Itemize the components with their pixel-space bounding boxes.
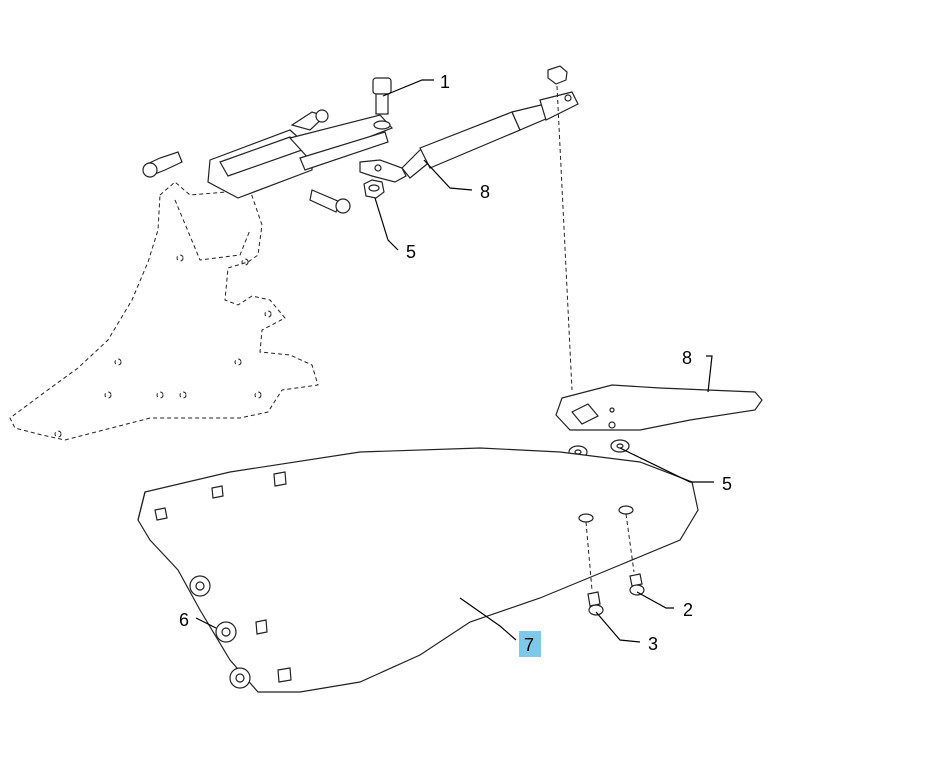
- bracket-part-8-lower: [555, 384, 763, 431]
- bolt-centerline-2: [625, 513, 635, 573]
- bolt-part-3: [587, 591, 604, 616]
- plow-plate-part-7: [137, 447, 699, 693]
- washers-part-6: [189, 575, 251, 689]
- mounting-plate-phantom: [9, 181, 319, 441]
- callout-1: 1: [440, 72, 450, 92]
- callout-8-upper: 8: [480, 182, 490, 202]
- callout-5-lower: 5: [722, 474, 732, 494]
- bolt-centerline-3: [585, 521, 593, 591]
- adjusting-rod-part-8-upper: [359, 65, 579, 183]
- callout-8-lower: 8: [682, 348, 692, 368]
- nut-part-5-upper: [363, 179, 385, 199]
- upper-bracket-assembly: [142, 109, 394, 214]
- callout-6: 6: [179, 610, 189, 630]
- bolt-part-2: [629, 573, 645, 596]
- assembly-centerline: [556, 85, 573, 391]
- leader-lines: [195, 79, 714, 643]
- callout-5-upper: 5: [406, 242, 416, 262]
- callout-2: 2: [683, 600, 693, 620]
- washers-part-5-lower: [568, 439, 630, 459]
- callout-7[interactable]: 7: [524, 635, 534, 655]
- callout-3: 3: [648, 634, 658, 654]
- bolt-part-1: [372, 77, 392, 130]
- callout-highlight-box: [519, 631, 541, 657]
